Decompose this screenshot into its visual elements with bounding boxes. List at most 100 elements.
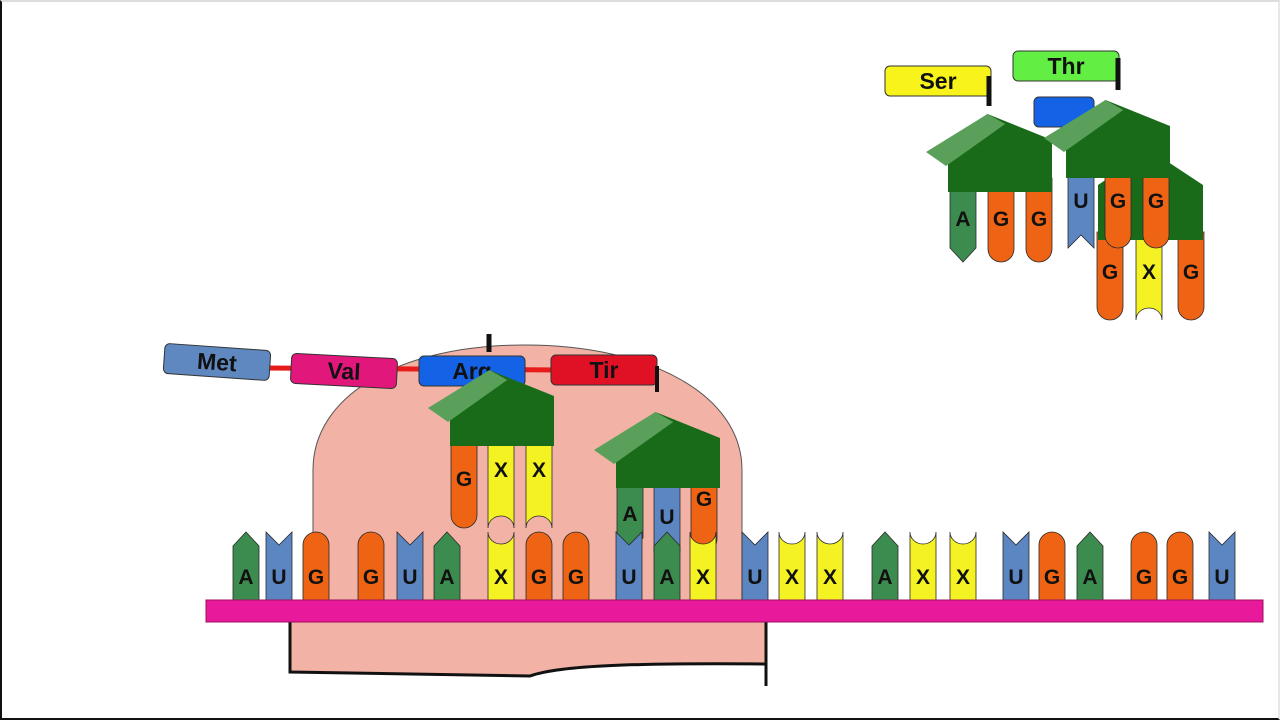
base-shape-G	[1025, 177, 1053, 263]
ribosome-small-outline	[288, 622, 767, 678]
amino-acid-box	[290, 353, 398, 389]
nucleotide-A: A	[949, 177, 977, 263]
trna-top-face	[594, 412, 674, 464]
base-shape-G	[1130, 531, 1158, 603]
nucleotide-G: G	[1104, 167, 1132, 249]
base-letter: U	[747, 566, 762, 589]
nucleotide-G: G	[1166, 531, 1194, 603]
nucleotide-G: G	[302, 531, 330, 603]
base-letter: A	[955, 208, 970, 231]
amino-acid-box	[162, 343, 272, 381]
mrna-strand	[205, 599, 1264, 623]
base-letter: X	[823, 566, 837, 589]
nucleotide-X: X	[1135, 231, 1163, 321]
base-letter: A	[238, 566, 253, 589]
amino-acid-label: Thr	[1047, 53, 1084, 79]
nucleotide-X: X	[816, 531, 844, 603]
nucleotide-G: G	[1025, 177, 1053, 263]
base-shape-X	[689, 531, 717, 603]
base-shape-X	[909, 531, 937, 603]
base-letter: G	[1183, 261, 1199, 284]
nucleotide-X: X	[487, 439, 515, 529]
base-letter: A	[659, 566, 674, 589]
nucleotide-G: G	[357, 531, 385, 603]
nucleotide-G: G	[562, 531, 590, 603]
nucleotide-A: A	[232, 531, 260, 603]
base-letter: X	[956, 566, 970, 589]
base-shape-G	[1177, 231, 1205, 321]
trna-top-face	[428, 370, 508, 422]
amino-acid-label: Ser	[919, 68, 956, 94]
nucleotide-G: G	[450, 439, 478, 529]
base-letter: U	[1073, 190, 1088, 213]
nucleotide-A: A	[616, 479, 644, 553]
nucleotide-X: X	[949, 531, 977, 603]
amino-acid-met: Met	[162, 343, 272, 381]
nucleotide-G: G	[525, 531, 553, 603]
base-letter: A	[1082, 566, 1097, 589]
base-letter: U	[1008, 566, 1023, 589]
base-shape-G	[450, 439, 478, 529]
base-shape-G	[1038, 531, 1066, 603]
trna-body	[428, 370, 554, 446]
nucleotide-X: X	[909, 531, 937, 603]
amino-acid-thr: Thr	[1012, 50, 1120, 82]
base-letter: G	[993, 208, 1009, 231]
base-letter: G	[1044, 566, 1060, 589]
base-shape-G	[302, 531, 330, 603]
amino-acid-label: Val	[327, 357, 362, 385]
base-letter: G	[456, 468, 472, 491]
amino-acid-label: Tir	[590, 357, 619, 383]
base-letter: U	[1214, 566, 1229, 589]
trna-body	[926, 114, 1052, 192]
base-shape-X	[1135, 231, 1163, 321]
base-letter: U	[659, 506, 674, 529]
nucleotide-X: X	[778, 531, 806, 603]
base-letter: G	[1148, 190, 1164, 213]
base-letter: G	[531, 566, 547, 589]
nucleotide-G: G	[1142, 167, 1170, 249]
base-letter: U	[402, 566, 417, 589]
base-letter: A	[877, 566, 892, 589]
nucleotide-G: G	[987, 177, 1015, 263]
base-letter: G	[1110, 190, 1126, 213]
amino-acid-label: Met	[196, 348, 238, 377]
nucleotide-A: A	[653, 531, 681, 603]
trna-body	[594, 412, 720, 488]
base-shape-G	[525, 531, 553, 603]
base-letter: A	[439, 566, 454, 589]
base-letter: G	[1031, 208, 1047, 231]
base-letter: U	[621, 566, 636, 589]
base-letter: X	[916, 566, 930, 589]
base-letter: G	[363, 566, 379, 589]
nucleotide-U: U	[1208, 531, 1236, 603]
nucleotide-A: A	[871, 531, 899, 603]
nucleotide-U: U	[396, 531, 424, 603]
base-letter: G	[1136, 566, 1152, 589]
base-shape-G	[987, 177, 1015, 263]
base-letter: X	[532, 459, 546, 482]
trna-body	[1044, 100, 1170, 178]
base-shape-X	[778, 531, 806, 603]
nucleotide-G: G	[690, 479, 718, 553]
amino-acid-val: Val	[290, 353, 398, 389]
base-letter: U	[271, 566, 286, 589]
nucleotide-G: G	[1038, 531, 1066, 603]
base-shape-X	[816, 531, 844, 603]
amino-acid-tir: Tir	[550, 354, 658, 386]
base-letter: A	[622, 503, 637, 526]
base-shape-G	[1166, 531, 1194, 603]
base-shape-G	[1096, 231, 1124, 321]
